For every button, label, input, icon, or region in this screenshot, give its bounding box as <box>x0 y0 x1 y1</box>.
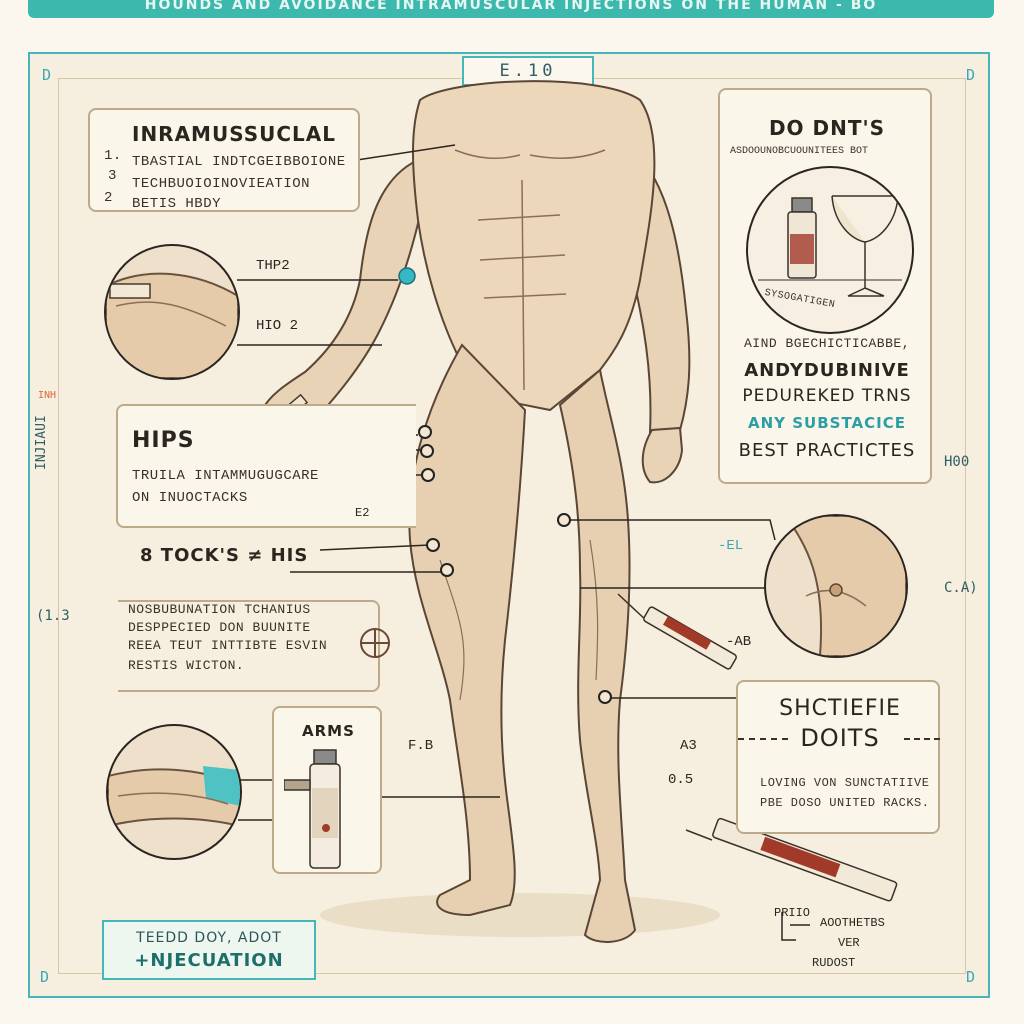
title-banner: HOUNDS AND AVOIDANCE INTRAMUSCULAR INJEC… <box>28 0 994 18</box>
intramuscular-title: INRAMUSSUCLAL <box>132 122 336 146</box>
injection-point <box>440 563 454 577</box>
donts-line-3: PEDUREKED TRNS <box>742 386 912 406</box>
step-number: 1. <box>104 148 122 164</box>
left-mark: (1.3 <box>36 608 70 624</box>
technique-line-1: NOSBUBUNATION TCHANIUS <box>128 602 311 617</box>
donts-line-2: ANDYDUBINIVE <box>744 360 910 381</box>
right-mark-1: H00 <box>944 454 970 470</box>
bottom-note-line-1: AOOTHETBS <box>820 916 885 930</box>
intramuscular-line-3: BETIS HBDY <box>132 196 222 212</box>
intramuscular-line-1: TBASTIAL INDTCGEIBBOIONE <box>132 154 346 170</box>
arms-title: ARMS <box>302 722 355 740</box>
corner-mark-br: D <box>966 968 976 986</box>
label-el: -EL <box>718 538 744 554</box>
technique-line-2: DESPPECIED DON BUUNITE <box>128 620 311 635</box>
arm-injection-callout <box>104 244 240 380</box>
injection-point <box>420 444 434 458</box>
buttocks-label: 8 TOCK'S ≠ HIS <box>140 545 309 566</box>
hips-line-2: ON INUOCTACKS <box>132 490 248 506</box>
label-o5: 0.5 <box>668 772 694 788</box>
injection-line-2: +NJECUATION <box>134 950 284 971</box>
donts-line-1: AIND BGECHICTICABBE, <box>743 336 911 351</box>
arms-box: ARMS <box>272 706 382 874</box>
bottom-note-line-2: VER <box>838 936 860 950</box>
thigh-injection-callout <box>764 514 908 658</box>
injection-point <box>421 468 435 482</box>
technique-line-4: RESTIS WICTON. <box>128 658 245 673</box>
injection-point <box>418 425 432 439</box>
arm-label-b: HIO 2 <box>256 318 299 334</box>
divider <box>904 738 940 740</box>
divider <box>738 738 788 740</box>
injection-point <box>557 513 571 527</box>
injection-box: TEEDD DOY, ADOT +NJECUATION <box>102 920 316 980</box>
suspicious-line-1: LOVING VON SUNCTATIIVE <box>760 776 930 790</box>
label-fb: F.B <box>408 738 434 754</box>
bottom-note-line-3: RUDOST <box>812 956 856 970</box>
label-a3: A3 <box>680 738 697 754</box>
technique-line-3: REEA TEUT INTTIBTE ESVIN <box>128 638 328 653</box>
label-ab: -AB <box>726 634 752 650</box>
bottom-note-label: PRIIO <box>774 906 811 920</box>
corner-mark-bl: D <box>40 968 50 986</box>
donts-line-4: ANY SUBSTACICE <box>748 414 906 432</box>
syringe-icon-2 <box>685 817 898 902</box>
arm-label-a: THP2 <box>256 258 290 274</box>
intramuscular-line-2: TECHBUOIOINOVIEATION <box>132 176 311 192</box>
hips-line-1: TRUILA INTAMMUGUGCARE <box>132 468 319 484</box>
injection-point <box>598 690 612 704</box>
intramuscular-box: INRAMUSSUCLAL 1. 3 2 TBASTIAL INDTCGEIBB… <box>88 108 360 212</box>
suspicious-title-1: SHCTIEFIE <box>779 696 901 721</box>
technique-box: NOSBUBUNATION TCHANIUS DESPPECIED DON BU… <box>118 600 390 692</box>
elbow-injection-callout <box>106 724 242 860</box>
suspicious-line-2: PBE DOSO UNITED RACKS. <box>760 796 930 810</box>
donts-subtitle: ASDOOUNOBCUOUNITEES BOT <box>730 146 869 157</box>
step-number: 2 <box>104 190 113 206</box>
step-number: 3 <box>108 168 117 184</box>
left-small-mark: INH <box>38 390 57 401</box>
right-mark-2: C.A) <box>944 580 978 596</box>
syringe-icon <box>617 593 737 670</box>
hips-box: HIPS TRUILA INTAMMUGUGCARE ON INUOCTACKS <box>116 404 416 528</box>
corner-mark-tr: D <box>966 66 976 84</box>
vial-icon <box>284 749 341 869</box>
suspicious-box: SHCTIEFIE DOITS LOVING VON SUNCTATIIVE P… <box>736 680 940 834</box>
suspicious-title-2: DOITS <box>800 724 880 752</box>
hips-title: HIPS <box>132 428 195 453</box>
injection-line-1: TEEDD DOY, ADOT <box>136 930 282 946</box>
label-e2: E2 <box>355 506 370 520</box>
target-icon <box>360 628 390 658</box>
donts-box: DO DNT'S ASDOOUNOBCUOUNITEES BOT SYSOGAT… <box>718 88 932 484</box>
donts-line-5: BEST PRACTICTES <box>738 440 916 461</box>
corner-mark-tl: D <box>42 66 52 84</box>
substance-callout <box>746 166 914 334</box>
injection-point <box>426 538 440 552</box>
donts-title: DO DNT'S <box>768 116 886 140</box>
